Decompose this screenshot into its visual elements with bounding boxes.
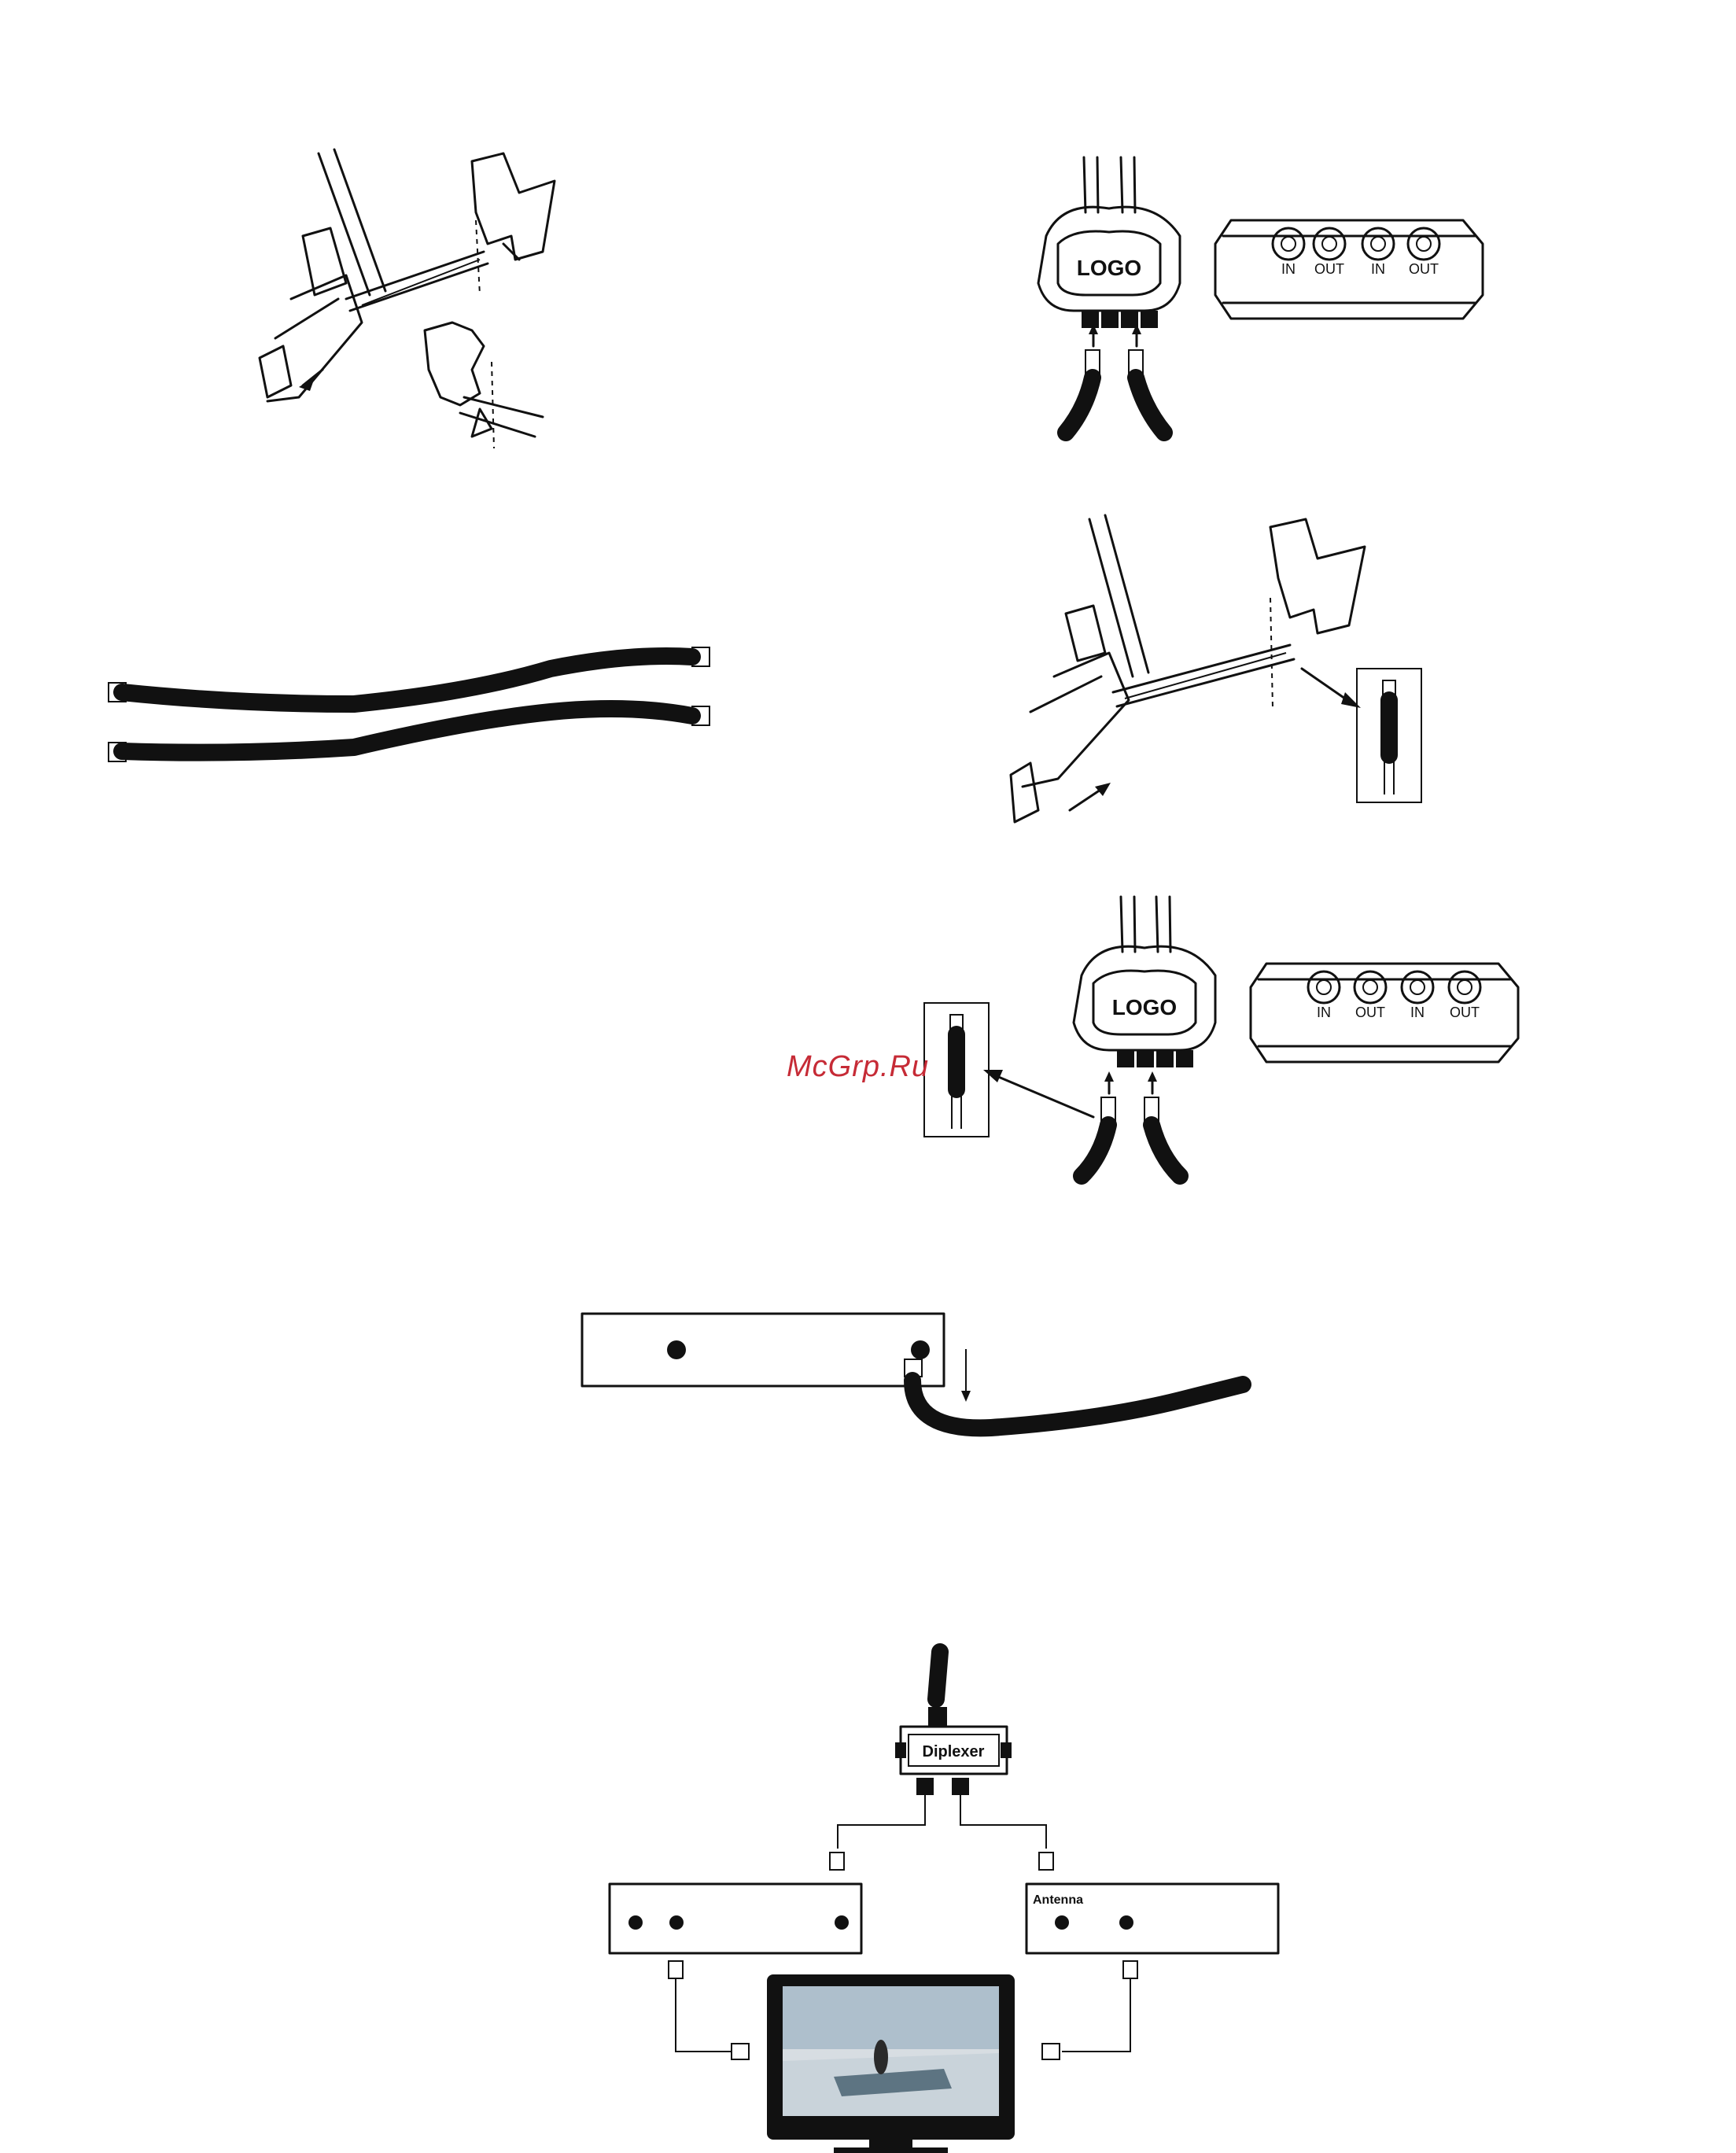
watermark: McGrp.Ru — [787, 1050, 929, 1084]
lnb-logo-label: LOGO — [1112, 995, 1177, 1019]
lnb-housing-switch-figure-bottom: LOGO IN OUT IN OUT — [924, 897, 1518, 1176]
switch-port-label: OUT — [1409, 261, 1439, 277]
switch-port-label: IN — [1410, 1005, 1425, 1020]
switch-port-label: OUT — [1355, 1005, 1385, 1020]
diplexer-label: Diplexer — [923, 1743, 985, 1760]
switch-port-label: OUT — [1450, 1005, 1480, 1020]
dish-arm-lnb-attach-figure — [260, 149, 555, 448]
switch-port-label: IN — [1281, 261, 1296, 277]
coax-cables-figure — [109, 647, 710, 761]
switch-port-label: IN — [1317, 1005, 1331, 1020]
antenna-label: Antenna — [1033, 1893, 1083, 1907]
receiver-cable-figure — [582, 1314, 1243, 1428]
tv-icon — [767, 1974, 1015, 2153]
diplexer-connection-figure: Diplexer Antenna — [610, 1652, 1278, 2153]
switch-port-label: OUT — [1314, 261, 1344, 277]
lnb-logo-label: LOGO — [1077, 256, 1141, 280]
lnb-housing-switch-figure-top: LOGO IN OUT IN OUT — [1038, 157, 1483, 433]
dish-arm-cable-insert-figure — [1011, 515, 1421, 822]
switch-port-label: IN — [1371, 261, 1385, 277]
